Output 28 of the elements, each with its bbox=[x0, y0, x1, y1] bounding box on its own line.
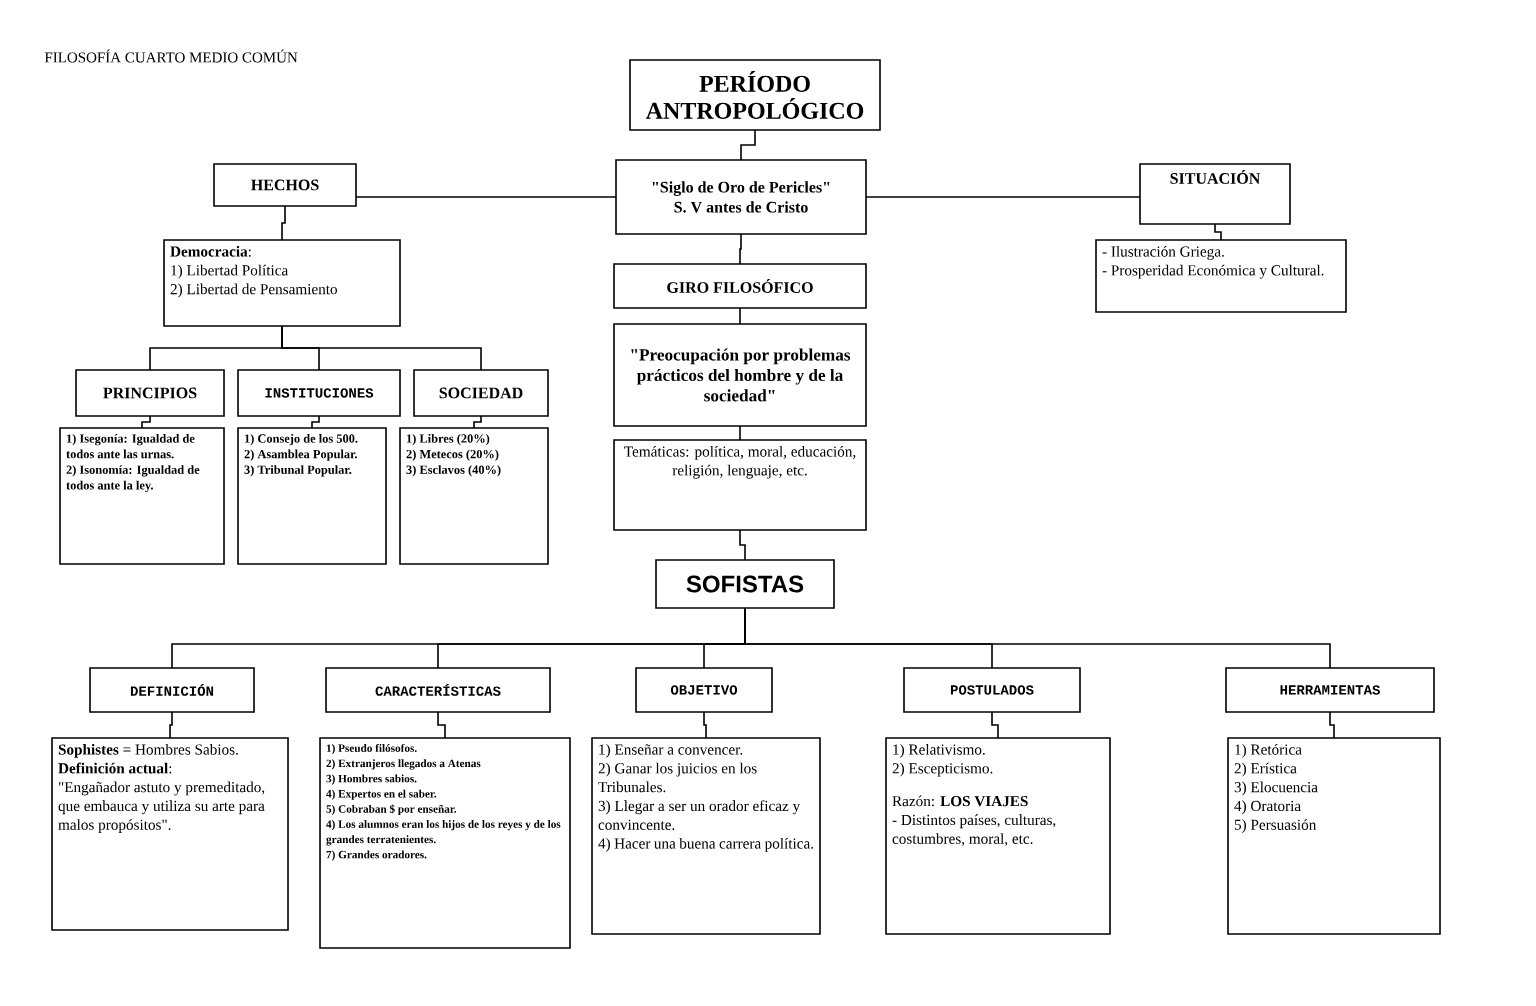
connector-line bbox=[437, 711, 446, 739]
connector-line bbox=[739, 233, 742, 265]
category-box: GIRO FILOSÓFICO bbox=[613, 263, 867, 309]
category-box: SOCIEDAD bbox=[413, 369, 549, 417]
connector-line bbox=[703, 711, 707, 739]
category-box: SITUACIÓN bbox=[1139, 163, 1291, 225]
connector-line bbox=[141, 415, 151, 429]
heading-box: "Siglo de Oro de Pericles" S. V antes de Cristo bbox=[615, 159, 867, 235]
category-box: PRINCIPIOS bbox=[75, 369, 225, 417]
title-box: PERÍODO ANTROPOLÓGICO bbox=[629, 59, 881, 131]
connector-line bbox=[281, 205, 286, 241]
connector-line bbox=[311, 415, 320, 429]
connector-line bbox=[355, 196, 617, 198]
text-box: "Preocupación por problemas prácticos del hombre y de la sociedad" bbox=[613, 323, 867, 427]
connector-line bbox=[1214, 223, 1222, 241]
connector-line bbox=[744, 607, 1331, 669]
title-box: SOFISTAS bbox=[655, 559, 835, 609]
connector-line bbox=[281, 325, 482, 371]
connector-line bbox=[740, 129, 756, 161]
connector-line bbox=[739, 529, 746, 561]
connector-line bbox=[1329, 711, 1335, 739]
connector-line bbox=[739, 307, 741, 325]
connector-line bbox=[169, 711, 173, 739]
connector-line bbox=[865, 196, 1141, 198]
connector-line bbox=[473, 415, 482, 429]
connector-line bbox=[739, 425, 741, 441]
connector-line bbox=[991, 711, 999, 739]
category-box: HECHOS bbox=[213, 163, 357, 207]
